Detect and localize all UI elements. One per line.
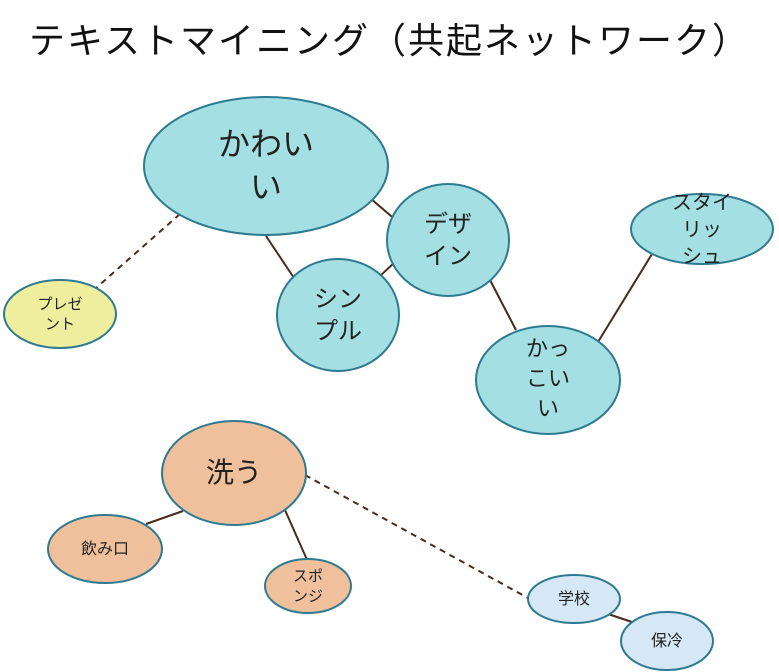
edge-arau-sponge [284,509,309,563]
node-simple [276,258,400,372]
edge-arau-gakkou [304,474,529,599]
node-label-nomikuchi: 飲み口 [80,539,129,559]
node-arau [161,420,307,526]
edge-kawaii-present [95,213,181,289]
edge-arau-nomikuchi [145,510,184,525]
node-label-simple: シン プル [314,284,362,345]
node-design [386,183,510,297]
node-label-stylish: スタイ リッ シュ [672,189,732,268]
page-title: テキストマイニング（共起ネットワーク） [29,21,750,62]
node-kawaii [143,96,389,236]
node-present [3,279,117,349]
node-label-arau: 洗う [205,456,262,490]
node-label-kakkoii: かっ こい い [525,337,570,422]
node-label-design: デザ イン [424,209,472,270]
edge-kakkoii-stylish [597,253,653,343]
edge-kawaii-simple [265,235,295,279]
edge-design-kakkoii [489,279,517,331]
node-label-sponge: スポ ンジ [292,566,323,605]
node-nomikuchi [47,514,163,584]
node-label-present: プレゼ ント [37,294,83,333]
node-label-horei: 保冷 [650,631,683,651]
node-horei [620,611,714,671]
node-label-kawaii: かわい い [217,124,314,206]
node-sponge [264,558,352,614]
edge-gakkou-horei [607,613,633,623]
node-gakkou [527,574,621,624]
node-stylish [630,193,774,265]
node-kakkoii [475,325,621,435]
node-label-gakkou: 学校 [557,589,590,609]
